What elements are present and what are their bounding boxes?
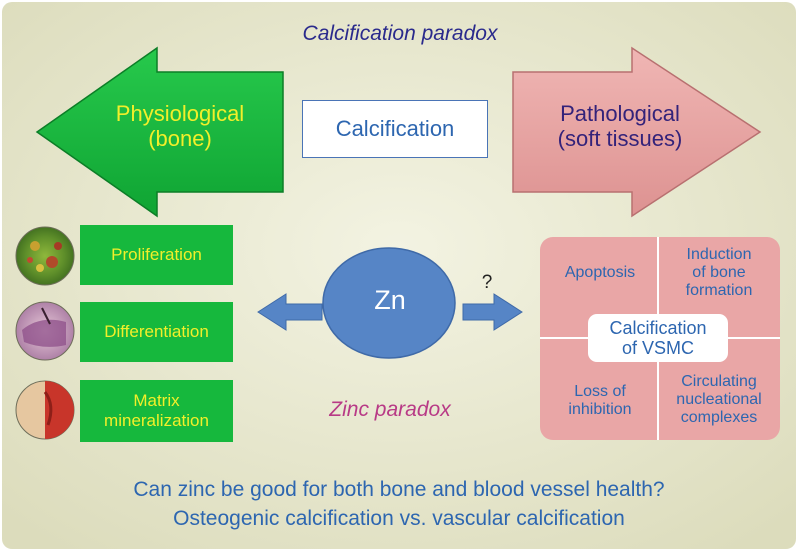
mechanism-complexes-line1: Circulating (681, 373, 757, 390)
mechanism-apoptosis: Apoptosis (545, 264, 655, 282)
physiological-arrow (35, 46, 284, 218)
step-differentiation: Differentiation (80, 302, 233, 362)
micrograph-proliferation (15, 226, 75, 286)
mechanism-nucleational-complexes: Circulating nucleational complexes (662, 373, 776, 427)
pathological-label-line1: Pathological (560, 101, 680, 126)
mechanism-complexes-line3: complexes (680, 408, 758, 426)
step-proliferation: Proliferation (80, 225, 233, 285)
zinc-ellipse (322, 247, 456, 359)
diagram-title: Calcification paradox (302, 22, 498, 45)
zinc-label: Zn (374, 285, 406, 315)
mechanism-bone-induction-line2: of bone (692, 263, 746, 281)
vsmc-calcification-box: Calcification of VSMC (588, 314, 728, 362)
zinc-left-arrow (257, 293, 323, 331)
pathological-arrow (512, 46, 762, 218)
step-matrix-line1: Matrix (133, 391, 180, 411)
micrograph-mineralization (15, 380, 75, 440)
physiological-label-line1: Physiological (115, 101, 245, 126)
mechanism-loss-line2: inhibition (568, 400, 632, 418)
mechanism-loss-of-inhibition: Loss of inhibition (545, 383, 655, 419)
vsmc-line2: of VSMC (621, 338, 695, 358)
vsmc-line1: Calcification (609, 317, 707, 338)
zinc-right-arrow (462, 293, 523, 331)
calcification-box: Calcification (302, 100, 488, 158)
question-mark: ? (481, 272, 493, 293)
pathological-label: Pathological (soft tissues) (520, 101, 720, 152)
step-matrix-line2: mineralization (104, 411, 209, 430)
pathological-label-line2: (soft tissues) (557, 126, 683, 152)
mechanism-loss-line1: Loss of (574, 383, 626, 400)
physiological-label-line2: (bone) (148, 126, 212, 152)
footer-question: Can zinc be good for both bone and blood… (133, 478, 665, 501)
step-proliferation-line1: Proliferation (111, 245, 202, 265)
step-differentiation-line1: Differentiation (104, 322, 209, 342)
mechanism-bone-induction-line1: Induction (686, 246, 752, 263)
step-matrix-mineralization: Matrix mineralization (80, 380, 233, 442)
mechanism-bone-induction: Induction of bone formation (662, 246, 776, 300)
physiological-label: Physiological (bone) (80, 101, 280, 152)
mechanism-apoptosis-line1: Apoptosis (564, 264, 636, 281)
zinc-paradox-label: Zinc paradox (329, 398, 451, 421)
mechanism-bone-induction-line3: formation (685, 281, 753, 299)
micrograph-differentiation (15, 301, 75, 361)
footer-subtitle: Osteogenic calcification vs. vascular ca… (173, 507, 625, 530)
mechanism-complexes-line2: nucleational (676, 390, 762, 408)
